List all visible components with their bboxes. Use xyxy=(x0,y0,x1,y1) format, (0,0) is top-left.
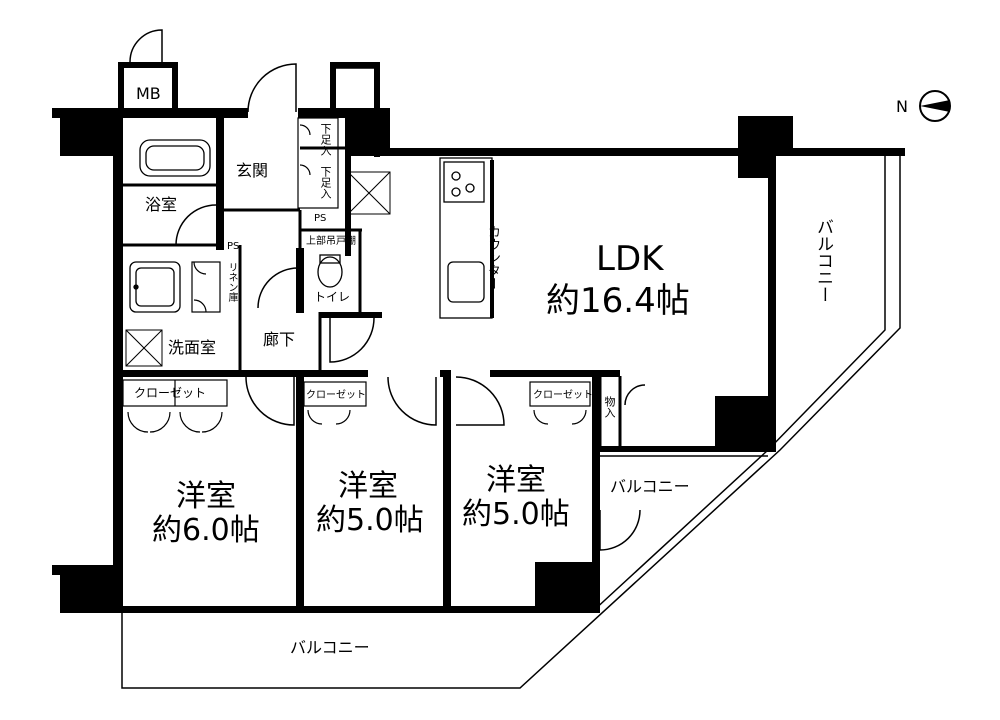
shafts xyxy=(125,171,391,367)
walls xyxy=(52,62,905,613)
ps-left-label: PS xyxy=(227,241,239,252)
west2-name: 洋室 xyxy=(338,469,398,504)
ps-right-label: PS xyxy=(746,160,758,171)
balcony-mid-label: バルコニー xyxy=(610,477,690,496)
balcony-outline xyxy=(121,152,901,689)
closet-large-label: クローゼット xyxy=(134,386,206,400)
genkan-label: 玄関 xyxy=(236,161,268,180)
kitchen-sink-icon xyxy=(439,157,494,319)
closet-small1-label: クローゼット xyxy=(306,389,366,401)
yokushitsu-label: 浴室 xyxy=(145,195,177,214)
toilet-icon xyxy=(317,254,343,288)
north-arrow-icon xyxy=(919,90,951,122)
rouka-label: 廊下 xyxy=(263,330,295,349)
jobu-tsuridana-label: 上部吊戸棚 xyxy=(306,234,356,247)
west3-name: 洋室 xyxy=(486,463,546,498)
shitasoku1-label: 下足入 xyxy=(319,123,332,156)
shitasoku2-label: 下足入 xyxy=(319,166,332,199)
mb-label: MB xyxy=(136,84,161,103)
counter-label: カウンター xyxy=(485,225,500,290)
ldk-size: 約16.4帖 xyxy=(546,281,690,321)
ps-top-label: PS xyxy=(314,213,326,224)
closet-small2-label: クローゼット xyxy=(533,389,593,401)
linen-label: リネン庫 xyxy=(226,262,237,302)
partitions xyxy=(123,146,622,446)
bathtub-icon xyxy=(139,139,211,177)
stove-icon xyxy=(443,161,485,203)
balcony-right-label: バルコニー xyxy=(813,218,833,303)
compass-n-label: N xyxy=(896,97,908,116)
senmen-label: 洗面室 xyxy=(168,338,216,357)
west3-size: 約5.0帖 xyxy=(462,497,570,532)
windows xyxy=(130,180,775,612)
monoire-label: 物入 xyxy=(603,396,616,418)
west1-name: 洋室 xyxy=(176,479,236,514)
west1-size: 約6.0帖 xyxy=(152,513,260,548)
doors xyxy=(129,29,646,551)
balcony-bottom-label: バルコニー xyxy=(290,638,370,657)
closet-doors xyxy=(122,117,591,433)
toilet-label: トイレ xyxy=(314,290,350,304)
west2-size: 約5.0帖 xyxy=(316,503,424,538)
sink-icon xyxy=(129,261,181,313)
ldk-name: LDK xyxy=(596,239,665,279)
